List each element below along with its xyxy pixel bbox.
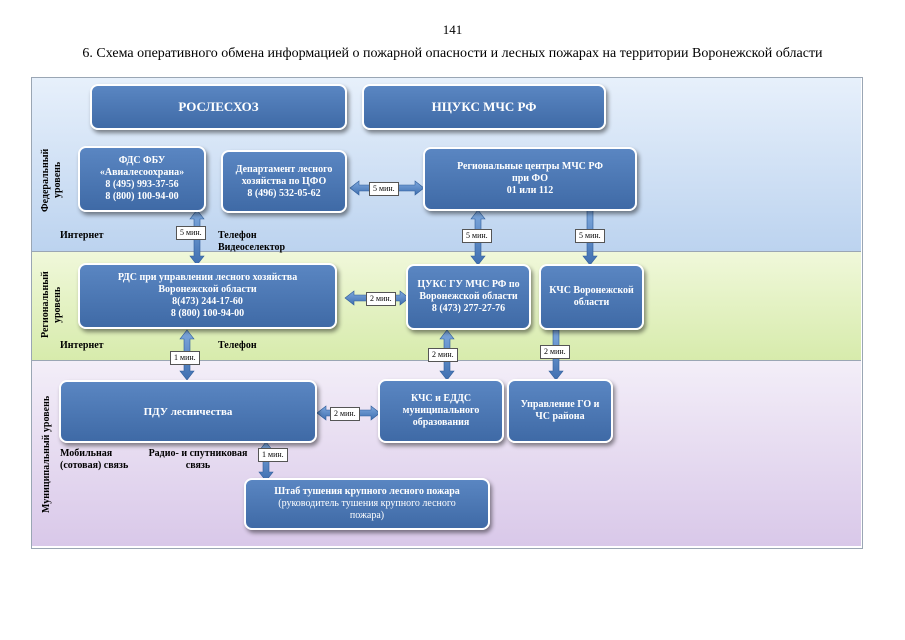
mobile-comm-label: Мобильная (сотовая) связь [60, 448, 128, 472]
radio-comm-label: Радио- и спутниковая связь [143, 448, 253, 472]
fds-line4: 8 (800) 100-94-00 [105, 191, 179, 202]
shtab-line2: (руководитель тушения крупного лесного [278, 498, 456, 509]
kchs-region-line2: области [573, 297, 610, 308]
timing-kchs-go: 2 мин. [540, 345, 570, 359]
roslesxoz-label: РОСЛЕСХОЗ [178, 99, 259, 114]
timing-fds-rds: 5 мин. [176, 226, 206, 240]
timing-dep-rc: 5 мин. [369, 182, 399, 196]
department-line3: 8 (496) 532-05-62 [247, 187, 321, 199]
kchs-region-box: КЧС Воронежской области [539, 264, 644, 330]
radio-comm-line2: связь [185, 460, 211, 471]
diagram-title: 6. Схема оперативного обмена информацией… [82, 46, 823, 61]
fds-box: ФДС ФБУ «Авиалесоохрана» 8 (495) 993-37-… [78, 146, 206, 212]
kchs-region-line1: КЧС Воронежской [549, 285, 634, 296]
phone-label-federal: Телефон [218, 230, 257, 241]
rds-line4: 8 (800) 100-94-00 [170, 308, 245, 319]
timing-rds-pdu: 1 мин. [170, 351, 200, 365]
page-number: 141 [442, 22, 463, 37]
internet-label-federal: Интернет [60, 230, 104, 241]
phone-label-regional: Телефон [218, 340, 257, 351]
edds-line1: КЧС и ЕДДС [410, 393, 472, 404]
timing-pdu-shtab: 1 мин. [258, 448, 288, 462]
shtab-box: Штаб тушения крупного лесного пожара (ру… [244, 478, 490, 530]
edds-line2: муниципального [402, 405, 480, 416]
rds-box: РДС при управлении лесного хозяйства Вор… [78, 263, 337, 329]
rds-line2: Воронежской области [158, 284, 257, 295]
pdu-label: ПДУ лесничества [143, 405, 233, 418]
regional-centers-line2: при ФО [511, 173, 549, 184]
pdu-box: ПДУ лесничества [59, 380, 317, 443]
department-line1: Департамент лесного [235, 163, 333, 175]
fds-line2: «Авиалесоохрана» [99, 167, 185, 178]
cuks-line2: Воронежской области [419, 291, 518, 302]
go-box: Управление ГО и ЧС района [507, 379, 613, 443]
go-line1: Управление ГО и [520, 399, 600, 410]
timing-rds-cuks: 2 мин. [366, 292, 396, 306]
ncuks-label: НЦУКС МЧС РФ [431, 99, 537, 114]
department-line2: хозяйства по ЦФО [241, 175, 327, 187]
rds-line1: РДС при управлении лесного хозяйства [117, 272, 298, 283]
cuks-line3: 8 (473) 277-27-76 [431, 303, 506, 314]
radio-comm-line1: Радио- и спутниковая [148, 448, 248, 459]
rds-line3: 8(473) 244-17-60 [172, 296, 243, 307]
go-line2: ЧС района [535, 411, 585, 422]
regional-centers-box: Региональные центры МЧС РФ при ФО 01 или… [423, 147, 637, 211]
fds-line1: ФДС ФБУ [118, 155, 166, 166]
fds-line3: 8 (495) 993-37-56 [105, 179, 179, 190]
timing-pdu-edds: 2 мин. [330, 407, 360, 421]
ncuks-box: НЦУКС МЧС РФ [362, 84, 606, 130]
timing-rc-kchs: 5 мин. [575, 229, 605, 243]
mobile-comm-line1: Мобильная [60, 448, 113, 459]
regional-centers-line1: Региональные центры МЧС РФ [457, 161, 603, 172]
diagram-frame [31, 77, 863, 549]
shtab-line3: пожара) [349, 510, 385, 521]
timing-cuks-edds: 2 мин. [428, 348, 458, 362]
videoselector-label: Видеоселектор [218, 242, 286, 253]
cuks-box: ЦУКС ГУ МЧС РФ по Воронежской области 8 … [406, 264, 531, 330]
mobile-comm-line2: (сотовая) связь [60, 460, 129, 471]
timing-rc-cuks: 5 мин. [462, 229, 492, 243]
internet-label-regional: Интернет [60, 340, 104, 351]
department-box: Департамент лесного хозяйства по ЦФО 8 (… [221, 150, 347, 213]
shtab-line1: Штаб тушения крупного лесного пожара [274, 486, 460, 497]
roslesxoz-box: РОСЛЕСХОЗ [90, 84, 347, 130]
regional-centers-line3: 01 или 112 [506, 185, 554, 196]
edds-box: КЧС и ЕДДС муниципального образования [378, 379, 504, 443]
edds-line3: образования [412, 417, 470, 428]
cuks-line1: ЦУКС ГУ МЧС РФ по [417, 279, 520, 290]
